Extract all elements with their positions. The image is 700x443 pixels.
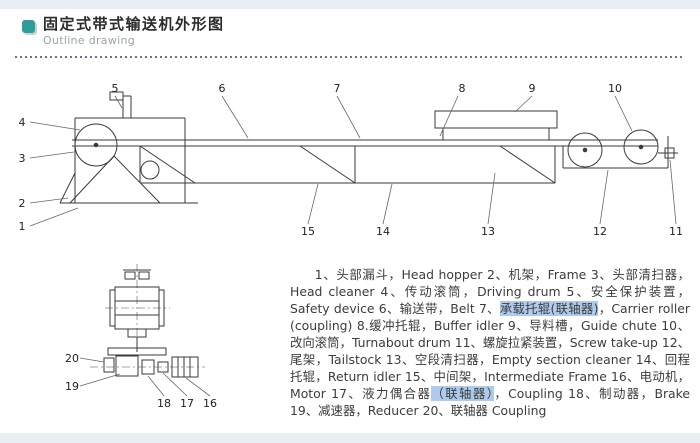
callout-10: 10 <box>608 82 622 95</box>
dotted-divider <box>15 56 685 58</box>
callout-6: 6 <box>219 82 226 95</box>
parts-text-highlighted: （联轴器） <box>431 386 495 401</box>
detail-leader-lines <box>80 358 210 396</box>
parts-text-highlighted: 承载托辊(联轴器) <box>499 301 599 316</box>
detail-callout-numbers: 20 19 18 17 16 <box>65 352 217 410</box>
callout-19: 19 <box>65 380 79 393</box>
callout-3: 3 <box>19 152 26 165</box>
conveyor-outline-drawing: 5 6 7 8 9 10 4 3 2 1 15 14 13 12 11 <box>19 82 684 238</box>
callout-9: 9 <box>529 82 536 95</box>
section-bullet-icon <box>22 20 35 33</box>
page-subtitle: Outline drawing <box>43 34 136 47</box>
callout-1: 1 <box>19 220 26 233</box>
callout-16: 16 <box>203 397 217 410</box>
parts-text-segment: 1、头部漏斗，Head hopper 2、机架，Frame 3、头部清扫器，He… <box>290 267 690 316</box>
callout-5: 5 <box>112 82 119 95</box>
callout-13: 13 <box>481 225 495 238</box>
parts-text-segment: ，Carrier roller (coupling) 8.缓冲托辊，Buffer… <box>290 301 690 401</box>
parts-text-segment: ，Coupling 18、制动器，Brake 19、减速器，Reducer 20… <box>290 386 690 418</box>
callout-8: 8 <box>459 82 466 95</box>
page-bottom-strip <box>0 433 700 443</box>
callout-20: 20 <box>65 352 79 365</box>
callout-17: 17 <box>180 397 194 410</box>
page-top-strip <box>0 0 700 9</box>
callout-15: 15 <box>301 225 315 238</box>
callout-2: 2 <box>19 197 26 210</box>
callout-14: 14 <box>376 225 390 238</box>
detail-linework <box>104 270 198 377</box>
drive-unit-detail-drawing: 20 19 18 17 16 <box>65 260 217 410</box>
callout-4: 4 <box>19 116 26 129</box>
callout-11: 11 <box>669 225 683 238</box>
callout-12: 12 <box>593 225 607 238</box>
conveyor-linework <box>60 92 678 203</box>
page-title: 固定式带式输送机外形图 <box>43 15 225 33</box>
callout-numbers: 5 6 7 8 9 10 4 3 2 1 15 14 13 12 11 <box>19 82 684 238</box>
parts-list: 1、头部漏斗，Head hopper 2、机架，Frame 3、头部清扫器，He… <box>290 266 690 419</box>
leader-lines <box>30 96 676 226</box>
callout-18: 18 <box>157 397 171 410</box>
callout-7: 7 <box>334 82 341 95</box>
